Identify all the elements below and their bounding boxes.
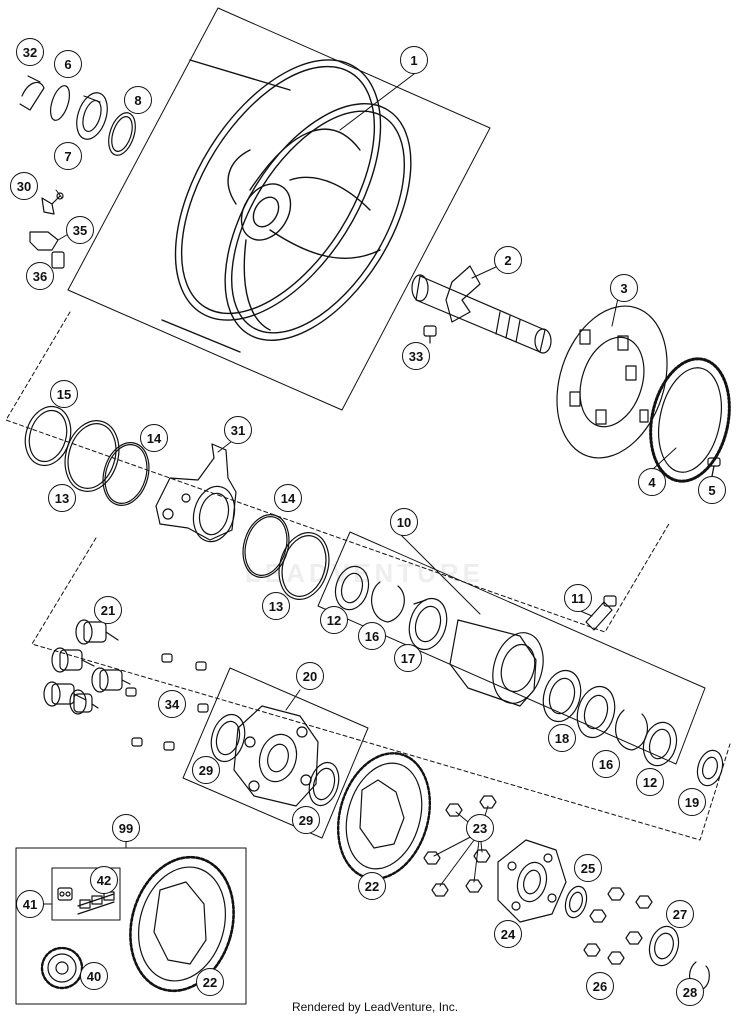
callout-20[interactable]: 20 xyxy=(296,662,324,690)
callout-24[interactable]: 24 xyxy=(494,920,522,948)
sensor-ring-part xyxy=(649,357,731,483)
bearing-part-7 xyxy=(76,92,108,140)
callout-18[interactable]: 18 xyxy=(548,724,576,752)
ring-part-13-lower xyxy=(278,532,330,600)
bearing-part-17 xyxy=(408,597,448,651)
callout-15[interactable]: 15 xyxy=(50,380,78,408)
chain-link-frame xyxy=(51,867,121,921)
seal-part-29-right xyxy=(308,761,340,807)
callout-22-kit[interactable]: 22 xyxy=(196,968,224,996)
callout-25[interactable]: 25 xyxy=(574,854,602,882)
callout-99[interactable]: 99 xyxy=(112,814,140,842)
callout-29-left[interactable]: 29 xyxy=(192,756,220,784)
callout-16-upper[interactable]: 16 xyxy=(358,622,386,650)
nut-set-part-26 xyxy=(583,887,653,965)
seal-ring-part-6 xyxy=(49,85,71,121)
callout-11[interactable]: 11 xyxy=(564,584,592,612)
hub-housing-part xyxy=(449,619,544,707)
callout-8[interactable]: 8 xyxy=(124,86,152,114)
callout-23[interactable]: 23 xyxy=(466,814,494,842)
callout-34[interactable]: 34 xyxy=(158,690,186,718)
sprocket-carrier-part xyxy=(233,705,319,807)
callout-21[interactable]: 21 xyxy=(94,596,122,624)
spacer-part-12-lower xyxy=(642,721,678,767)
washer-part-25 xyxy=(564,885,588,919)
bearing-part-27 xyxy=(648,925,680,967)
hub-group-frame-lower xyxy=(31,537,731,841)
hub-group-frame-upper xyxy=(5,311,671,633)
callout-5[interactable]: 5 xyxy=(698,476,726,504)
callout-16-lower[interactable]: 16 xyxy=(592,750,620,778)
seal-part-18 xyxy=(542,669,582,723)
chain-kit-frame xyxy=(15,847,247,1005)
ring-part-14-upper xyxy=(102,442,150,506)
chain-link-part-41 xyxy=(57,887,73,901)
callout-42[interactable]: 42 xyxy=(90,866,118,894)
footer-credit: Rendered by LeadVenture, Inc. xyxy=(291,1000,459,1014)
callout-1[interactable]: 1 xyxy=(400,46,428,74)
callout-14-lower[interactable]: 14 xyxy=(274,484,302,512)
bearing-part-18b xyxy=(576,685,616,739)
callout-27[interactable]: 27 xyxy=(666,900,694,928)
sleeve-part-11 xyxy=(585,595,617,631)
callout-36[interactable]: 36 xyxy=(26,262,54,290)
brake-disc-part xyxy=(556,305,668,459)
callout-40[interactable]: 40 xyxy=(80,962,108,990)
sprocket-part-22-upper xyxy=(336,752,432,880)
clamp-part-35 xyxy=(29,231,59,251)
callout-30[interactable]: 30 xyxy=(10,172,38,200)
callout-29-right[interactable]: 29 xyxy=(292,806,320,834)
hub-inner-frame xyxy=(317,531,706,765)
callout-13-lower[interactable]: 13 xyxy=(262,592,290,620)
callout-10[interactable]: 10 xyxy=(390,508,418,536)
chain-part-42 xyxy=(77,891,115,915)
rim-part xyxy=(161,59,412,353)
damper-set-part-21 xyxy=(43,619,131,715)
axle-part xyxy=(411,265,552,354)
circlip-part-16-lower xyxy=(615,709,649,751)
callout-41[interactable]: 41 xyxy=(16,890,44,918)
screw-part-33 xyxy=(423,325,437,344)
wheel-group-frame xyxy=(67,7,491,411)
screw-set-part-34 xyxy=(125,653,209,751)
spacer-part-19 xyxy=(696,749,724,787)
callout-33[interactable]: 33 xyxy=(402,342,430,370)
callout-17[interactable]: 17 xyxy=(394,644,422,672)
sleeve-part-36 xyxy=(51,251,65,269)
nut-set-part-23 xyxy=(423,795,497,897)
callout-12-lower[interactable]: 12 xyxy=(636,768,664,796)
callout-7[interactable]: 7 xyxy=(54,142,82,170)
bearing-part-29-left xyxy=(210,713,246,763)
callout-31[interactable]: 31 xyxy=(224,416,252,444)
callout-3[interactable]: 3 xyxy=(610,274,638,302)
caliper-support-part xyxy=(155,443,237,543)
callout-4[interactable]: 4 xyxy=(638,468,666,496)
callout-14-upper[interactable]: 14 xyxy=(140,424,168,452)
callout-35[interactable]: 35 xyxy=(66,216,94,244)
rear-sprocket-part-22-kit xyxy=(129,855,235,993)
carrier-group-frame xyxy=(182,667,369,839)
callout-28[interactable]: 28 xyxy=(676,978,704,1006)
callout-26[interactable]: 26 xyxy=(586,972,614,1000)
flange-part-24 xyxy=(497,839,567,923)
ring-part-8 xyxy=(108,112,136,156)
callout-32[interactable]: 32 xyxy=(16,38,44,66)
callout-2[interactable]: 2 xyxy=(494,246,522,274)
callout-12-upper[interactable]: 12 xyxy=(320,606,348,634)
retaining-clip-part-32 xyxy=(19,75,45,111)
callout-6[interactable]: 6 xyxy=(54,50,82,78)
callout-13-upper[interactable]: 13 xyxy=(48,484,76,512)
front-sprocket-part-40 xyxy=(40,946,84,990)
circlip-part-16-upper xyxy=(371,581,405,623)
valve-part-30 xyxy=(41,192,64,215)
callout-22-upper[interactable]: 22 xyxy=(358,872,386,900)
callout-19[interactable]: 19 xyxy=(678,788,706,816)
ring-part-13-upper xyxy=(64,420,120,492)
spacer-part-12-upper xyxy=(334,565,370,611)
